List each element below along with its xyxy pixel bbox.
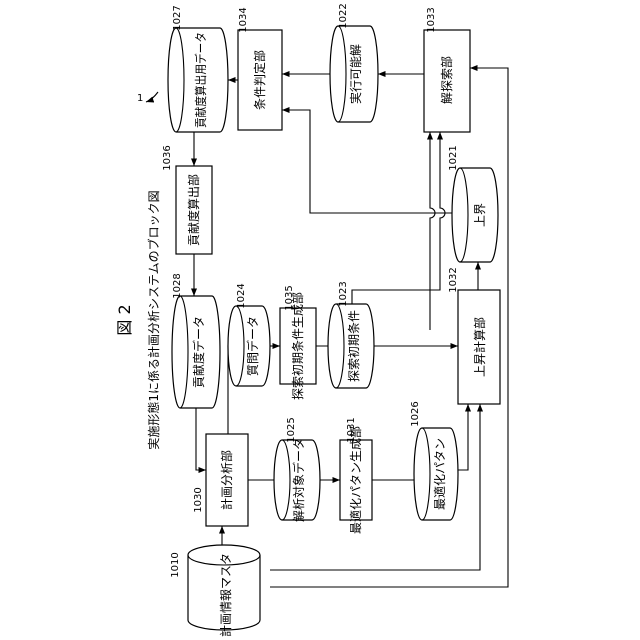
node-1033-label: 解探索部 [439,56,454,104]
node-1036-ref: 1036 [162,145,173,170]
node-1026-label: 最適化パタン [432,438,447,510]
node-1034-condition-judge: 条件判定部 1034 [238,7,282,130]
node-1033-solution-search: 解探索部 1033 [424,7,470,132]
node-1024-label: 質問データ [245,316,260,376]
node-1025-analysis-target: 解析対象データ 1025 [274,417,320,522]
figure-caption: 実施形態1に係る計画分析システムのブロック図 [146,190,161,449]
node-1032-upper-bound-calc: 上昇計算部 1032 [448,267,500,404]
node-1034-label: 条件判定部 [252,50,267,110]
node-1022-label: 実行可能解 [348,44,363,104]
node-1027-label: 貢献度算出用データ [193,32,208,128]
node-1027-ref: 1027 [172,5,183,30]
node-1025-ref: 1025 [286,417,297,442]
node-1030-plan-analysis: 計画分析部 1030 [193,434,248,526]
node-1024-question-data: 質問データ 1024 [228,283,270,386]
node-1021-label: 上界 [473,203,487,227]
node-1030-ref: 1030 [193,487,204,512]
node-1021-upper-bound: 上界 1021 [448,145,498,262]
node-1036-label: 貢献度算出部 [186,174,201,246]
node-1033-ref: 1033 [426,7,437,32]
node-1027-contribution-calc-data: 貢献度算出用データ 1027 [168,5,228,132]
system-ref-label: 1 [137,93,143,104]
node-1026-optimized-pattern: 最適化パタン 1026 [410,401,458,520]
node-1010-label: 計画情報マスタ [218,553,233,637]
node-1026-ref: 1026 [410,401,421,426]
node-1024-ref: 1024 [236,283,247,308]
node-1030-label: 計画分析部 [219,450,234,510]
node-1032-label: 上昇計算部 [472,317,487,377]
node-1028-label: 貢献度データ [191,316,206,388]
node-1028-contribution-data: 貢献度データ 1028 [172,273,220,408]
node-1031-pattern-generator: 最適化パタン生成部 1031 [340,417,372,534]
node-1010-plan-master: 計画情報マスタ 1010 [170,545,260,637]
node-1034-ref: 1034 [238,7,249,32]
node-1036-contribution-calc: 貢献度算出部 1036 [162,145,212,254]
figure-title: 図 2 [115,304,134,335]
node-1023-label: 探索初期条件 [347,310,361,382]
node-1031-ref: 1031 [346,417,357,442]
node-1023-ref: 1023 [338,281,349,306]
node-1022-ref: 1022 [338,3,349,28]
node-1025-label: 解析対象データ [291,438,306,522]
system-ref-arrow [146,92,158,102]
node-1010-ref: 1010 [170,552,181,577]
node-1022-feasible-solution: 実行可能解 1022 [330,3,378,122]
node-1035-initial-condition-generator: 探索初期条件生成部 1035 [280,285,316,400]
node-1032-ref: 1032 [448,267,459,292]
node-1023-initial-condition: 探索初期条件 1023 [328,281,374,388]
wire-1032-1033 [430,132,435,330]
node-1028-ref: 1028 [172,273,183,298]
wire-1028-1030 [196,408,206,470]
wire-1026-1032 [458,404,468,470]
node-1035-ref: 1035 [284,285,295,310]
node-1021-ref: 1021 [448,145,459,170]
